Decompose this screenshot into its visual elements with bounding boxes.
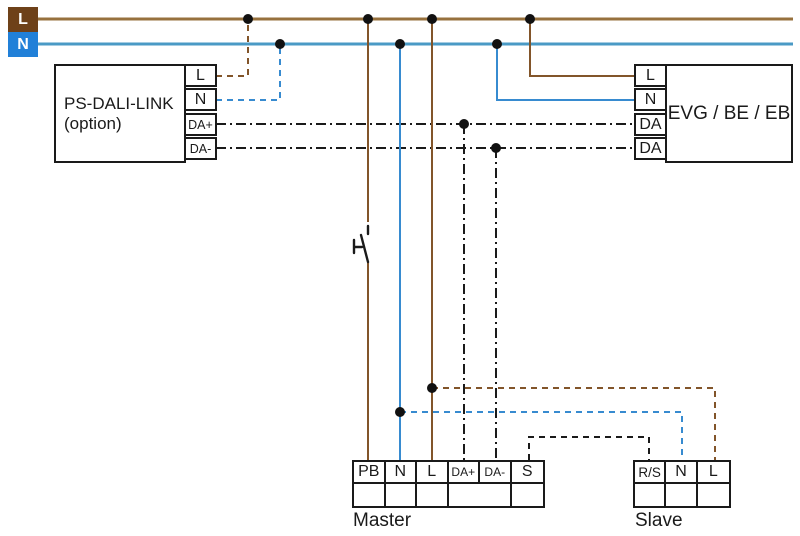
master-label: Master xyxy=(353,510,412,531)
junction-dot xyxy=(427,383,437,393)
ps-dali-link-name: PS-DALI-LINK xyxy=(64,93,174,113)
master-terminal-l: L xyxy=(417,462,449,484)
junction-dot xyxy=(525,14,535,24)
master-clamp-cell xyxy=(417,484,449,506)
ps-terminal-da-minus: DA- xyxy=(184,137,217,160)
ps-terminal-da-plus: DA+ xyxy=(184,113,217,136)
slave-live-feed-wire xyxy=(432,387,716,460)
junction-dot xyxy=(363,14,373,24)
push-button-switch-icon xyxy=(352,224,370,264)
master-terminal-da-minus: DA- xyxy=(480,462,512,484)
junction-dot xyxy=(459,119,469,129)
slave-clamp-cell xyxy=(635,484,667,506)
master-terminal-da-plus: DA+ xyxy=(448,462,480,484)
live-bus-badge: L xyxy=(8,7,38,32)
master-terminal-n: N xyxy=(385,462,417,484)
switch-blade xyxy=(359,233,370,264)
slave-terminal-block: R/S N L xyxy=(633,460,731,508)
master-clamp-cell xyxy=(511,484,543,506)
master-clamp-cell xyxy=(385,484,417,506)
evg-live-drop-wire xyxy=(529,19,635,77)
neutral-bus-badge: N xyxy=(8,32,38,57)
master-terminal-pb: PB xyxy=(354,462,386,484)
master-slave-signal-wire xyxy=(528,436,650,460)
junction-dots xyxy=(243,14,535,417)
evg-neutral-drop-wire xyxy=(496,44,635,101)
slave-label: Slave xyxy=(635,510,683,531)
junction-dot xyxy=(492,39,502,49)
master-terminal-s: S xyxy=(511,462,543,484)
slave-terminal-rs: R/S xyxy=(635,462,667,484)
evg-terminal-n: N xyxy=(634,88,667,111)
ps-neutral-feed-wire xyxy=(216,44,281,101)
slave-neutral-feed-wire xyxy=(400,411,683,460)
evg-box: EVG / BE / EB xyxy=(665,64,793,163)
master-clamp-cell xyxy=(354,484,386,506)
junction-dot xyxy=(395,39,405,49)
junction-dot xyxy=(427,14,437,24)
junction-dot xyxy=(275,39,285,49)
ps-live-feed-wire xyxy=(216,19,249,77)
slave-terminal-n: N xyxy=(666,462,698,484)
ps-terminal-l: L xyxy=(184,64,217,87)
evg-terminal-da2: DA xyxy=(634,137,667,160)
junction-dot xyxy=(491,143,501,153)
ps-dali-link-qualifier: (option) xyxy=(64,113,122,133)
junction-dot xyxy=(395,407,405,417)
master-clamp-cell xyxy=(448,484,512,506)
junction-dot xyxy=(243,14,253,24)
master-terminal-block: PB N L DA+ DA- S xyxy=(352,460,545,508)
ps-terminal-n: N xyxy=(184,88,217,111)
ps-dali-link-box: PS-DALI-LINK (option) xyxy=(54,64,186,163)
slave-clamp-cell xyxy=(666,484,698,506)
evg-terminal-da1: DA xyxy=(634,113,667,136)
evg-terminal-l: L xyxy=(634,64,667,87)
evg-name: EVG / BE / EB xyxy=(667,102,791,124)
slave-clamp-cell xyxy=(697,484,729,506)
slave-terminal-l: L xyxy=(697,462,729,484)
